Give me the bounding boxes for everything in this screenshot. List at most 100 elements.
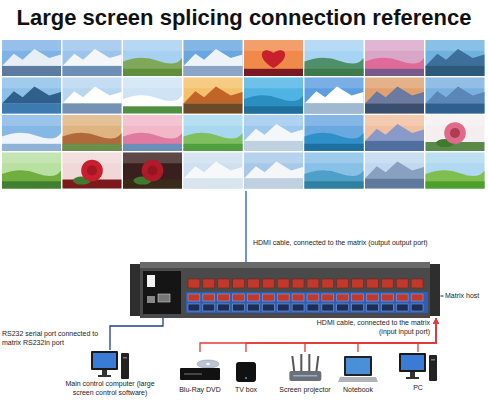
wall-tile <box>123 78 182 114</box>
tile-ground <box>426 66 485 76</box>
cable-label: RS232 serial port connected to matrix RS… <box>2 330 102 347</box>
tile-mountain <box>365 87 424 104</box>
tile-glow <box>365 115 424 126</box>
rack-ear <box>130 264 140 316</box>
tile-sky <box>2 115 61 151</box>
video-wall <box>2 40 485 189</box>
input-port <box>396 294 408 301</box>
tile-hill <box>305 170 364 188</box>
tile-hill <box>426 170 485 188</box>
screen <box>401 355 424 370</box>
stand-base <box>98 375 111 377</box>
tile-hill <box>2 170 61 188</box>
device-label: Screen projector <box>279 386 330 395</box>
chassis <box>140 262 430 318</box>
control-computer: Main control computer (large screen cont… <box>55 350 165 397</box>
tile-ground <box>123 69 182 76</box>
tile-sky <box>305 78 364 114</box>
tile-hill <box>305 58 364 76</box>
device-icon <box>398 352 438 384</box>
tile-ground <box>184 66 243 76</box>
tile-glow <box>63 40 122 51</box>
device-icon <box>90 350 130 380</box>
tile-sky <box>2 153 61 189</box>
tile-mountain <box>63 87 122 104</box>
output-port <box>352 279 364 288</box>
tile-glow <box>305 153 364 164</box>
cable-label: HDMI cable, connected to the matrix (inp… <box>316 319 430 336</box>
wall-tile <box>184 40 243 76</box>
tile-rose <box>444 122 466 144</box>
output-port <box>337 279 349 288</box>
output-cable <box>245 191 247 262</box>
box-body <box>236 362 256 382</box>
device-label: Blu-Ray DVD <box>179 386 221 395</box>
input-port <box>218 294 230 301</box>
tile-sky <box>123 153 182 189</box>
tile-sky <box>244 40 303 76</box>
tile-hill <box>123 133 182 151</box>
matrix-host: Matrix host <box>130 262 440 318</box>
wall-tile <box>365 40 424 76</box>
tile-hill <box>305 133 364 151</box>
notebook: Notebook <box>338 352 378 395</box>
input-port <box>381 304 393 311</box>
monitor <box>399 353 426 372</box>
laptop-base <box>338 377 378 382</box>
tile-mountain <box>244 162 303 179</box>
input-port <box>396 304 408 311</box>
tile-glow <box>365 40 424 51</box>
tile-glow <box>426 153 485 164</box>
laptop-lid <box>344 356 372 376</box>
tower <box>429 355 437 381</box>
tile-ground <box>123 144 182 151</box>
wall-tile <box>2 153 61 189</box>
tile-sky <box>365 78 424 114</box>
tile-sky <box>184 40 243 76</box>
tile-rose <box>81 160 103 182</box>
input-port <box>381 294 393 301</box>
tile-sky <box>2 78 61 114</box>
input-port <box>188 294 200 301</box>
router-body <box>289 371 321 381</box>
tile-ground <box>426 181 485 188</box>
cable-connector <box>246 318 436 352</box>
tile-sky <box>123 40 182 76</box>
tile-glow <box>305 115 364 126</box>
tile-ground <box>2 103 61 113</box>
front-panel <box>143 271 181 314</box>
cable-label: HDMI cable, connected to the matrix (out… <box>253 239 428 248</box>
wall-tile <box>244 78 303 114</box>
output-port <box>381 279 393 288</box>
antenna <box>308 354 310 372</box>
tile-mountain <box>365 162 424 179</box>
rs232-port <box>158 294 170 302</box>
wall-tile <box>63 115 122 151</box>
input-port <box>367 294 379 301</box>
tile-glow <box>184 78 243 89</box>
tile-sky <box>426 40 485 76</box>
wall-tile <box>305 40 364 76</box>
title: Large screen splicing connection referen… <box>0 5 488 31</box>
tile-sky <box>365 115 424 151</box>
tile-mountain <box>184 162 243 179</box>
wall-tile <box>426 153 485 189</box>
tile-glow <box>426 40 485 51</box>
tile-ground <box>244 141 303 151</box>
tile-rose-core <box>450 128 460 138</box>
tile-rose <box>142 160 164 182</box>
input-port <box>411 294 423 301</box>
wall-tile <box>305 153 364 189</box>
tile-sky <box>305 153 364 189</box>
disc <box>197 360 219 368</box>
tile-sky <box>63 115 122 151</box>
router-strip <box>293 375 317 377</box>
tile-sky <box>244 153 303 189</box>
input-port <box>411 304 423 311</box>
player-body <box>180 368 220 380</box>
tile-sky <box>184 153 243 189</box>
leader-line <box>441 296 444 297</box>
pc: PC <box>398 352 438 393</box>
